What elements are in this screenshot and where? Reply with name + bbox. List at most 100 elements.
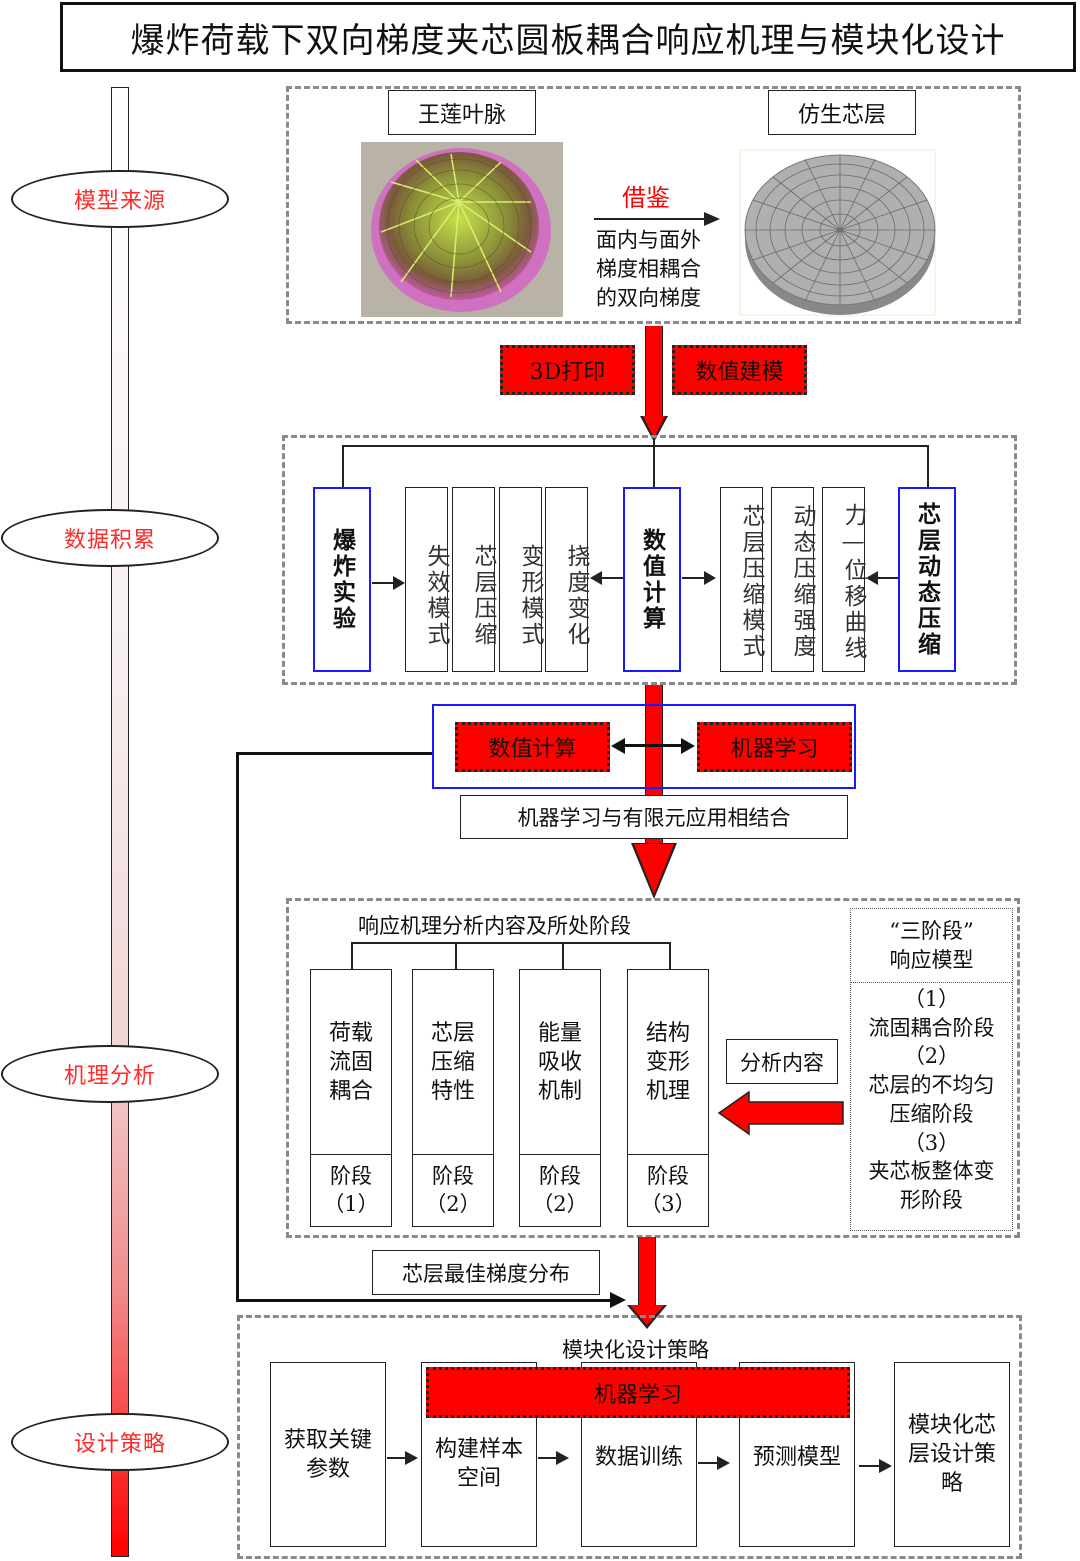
stage-line: 夹芯板整体变 <box>868 1159 995 1184</box>
stage-line: （2） <box>903 1044 960 1069</box>
ml-fem-group <box>432 704 856 789</box>
section-model-source <box>286 86 1021 324</box>
step-text: 模块化芯层设计策略 <box>907 1413 996 1496</box>
mechanism-content: 荷载流固耦合 <box>311 970 391 1155</box>
step-text: 预测模型 <box>752 1445 841 1470</box>
stage-line: 形阶段 <box>900 1187 963 1212</box>
step-arrow-2-line <box>538 1457 558 1459</box>
stage-label: 数据积累 <box>63 528 156 553</box>
arrow-blast-head <box>393 576 405 590</box>
connector-drop-right <box>927 445 929 487</box>
step-arrow-2-head <box>556 1451 569 1465</box>
feedback-line-h1 <box>236 752 432 755</box>
tag-text: 数值建模 <box>695 360 784 385</box>
mechanism-stage: 阶段（2） <box>520 1155 600 1225</box>
stage-line: 流固耦合阶段 <box>868 1015 995 1040</box>
stage-line: 压缩阶段 <box>889 1101 974 1126</box>
label-text: 仿生芯层 <box>797 102 886 128</box>
stage-label: 设计策略 <box>73 1432 166 1457</box>
bionic-core-image <box>735 145 940 320</box>
feedback-line-v <box>236 752 239 1302</box>
title-line: 响应模型 <box>889 947 974 972</box>
flow-arrow-1-shaft <box>645 326 663 418</box>
tag-numerical-calc: 数值计算 <box>455 722 610 772</box>
node-numerical-calc: 数值计算 <box>623 487 681 672</box>
desc-line: 的双向梯度 <box>596 286 701 310</box>
node-text: 数值计算 <box>638 527 666 632</box>
borrow-arrow-line <box>594 218 706 220</box>
stage-text: 阶段（2） <box>532 1164 588 1216</box>
bidir-arrow-line <box>624 744 682 747</box>
node-text: 爆炸实验 <box>328 527 356 632</box>
mechanism-content: 结构变形机理 <box>628 970 708 1155</box>
connector-top <box>342 445 928 447</box>
caption-text: 芯层最佳梯度分布 <box>402 1261 570 1286</box>
ml-banner: 机器学习 <box>426 1367 850 1418</box>
s3-connector-v1 <box>351 942 353 969</box>
tag-numerical-modeling: 数值建模 <box>672 345 807 395</box>
stage-label: 模型来源 <box>73 189 166 214</box>
blast-result-failure-mode: 失效模式 <box>405 487 449 672</box>
label-bionic-core: 仿生芯层 <box>768 90 916 135</box>
arrow-num-right-line <box>682 577 706 579</box>
arrow-num-left-head <box>590 571 602 585</box>
arrow-dyn-head <box>866 571 878 585</box>
label-water-lily-vein: 王莲叶脉 <box>388 90 536 135</box>
bidir-arrow-right-head <box>681 738 695 754</box>
borrow-description: 面内与面外 梯度相耦合 的双向梯度 <box>596 226 701 313</box>
step-arrow-4-line <box>859 1465 881 1467</box>
red-left-arrow <box>717 1090 844 1136</box>
s3-connector-v4 <box>669 942 671 969</box>
title-line: “三阶段” <box>889 918 974 943</box>
tag-text: 数值计算 <box>488 737 577 762</box>
tag-text: 3D打印 <box>529 360 606 385</box>
node-text: 芯层动态压缩 <box>913 501 941 658</box>
arrow-blast-line <box>372 582 396 584</box>
timeline-stage-mechanism-analysis: 机理分析 <box>1 1045 219 1103</box>
step-arrow-1-head <box>405 1451 418 1465</box>
mechanism-content: 芯层压缩特性 <box>413 970 493 1155</box>
mechanism-stage: 阶段（1） <box>311 1155 391 1225</box>
optimal-gradient-label: 芯层最佳梯度分布 <box>372 1250 600 1295</box>
feedback-line-h2 <box>236 1299 614 1302</box>
mechanism-stage: 阶段（2） <box>413 1155 493 1225</box>
analysis-content-label: 分析内容 <box>726 1039 838 1084</box>
desc-line: 梯度相耦合 <box>596 257 701 281</box>
timeline-stage-design-strategy: 设计策略 <box>11 1413 229 1471</box>
step-arrow-1-line <box>387 1457 407 1459</box>
arrow-dyn-line <box>876 577 898 579</box>
label-text: 王莲叶脉 <box>417 102 506 128</box>
flow-arrow-1-head-fill <box>643 416 665 438</box>
step-get-key-params: 获取关键参数 <box>270 1362 386 1547</box>
caption-text: 机器学习与有限元应用相结合 <box>517 806 791 830</box>
step-modular-core-design: 模块化芯层设计策略 <box>894 1362 1010 1547</box>
num-result-dynamic-strength: 动态压缩强度 <box>771 487 815 672</box>
step-text: 数据训练 <box>594 1445 683 1470</box>
flow-arrow-3-shaft <box>638 1237 656 1307</box>
mechanism-col-3: 能量吸收机制 阶段（2） <box>519 969 601 1227</box>
step-arrow-4-head <box>879 1459 892 1473</box>
node-text: 变形模式 <box>517 543 543 648</box>
blast-result-deflection-change: 挠度变化 <box>545 487 589 672</box>
connector-drop-left <box>342 445 344 487</box>
mechanism-col-2: 芯层压缩特性 阶段（2） <box>412 969 494 1227</box>
label-text: 分析内容 <box>740 1050 824 1075</box>
node-dynamic-compression: 芯层动态压缩 <box>898 487 956 672</box>
flow-arrow-2-head-fill <box>634 844 674 894</box>
node-blast-test: 爆炸实验 <box>313 487 371 672</box>
node-text: 挠度变化 <box>563 543 589 648</box>
section-design-strategy <box>237 1315 1022 1559</box>
mechanism-text: 荷载流固耦合 <box>328 1020 373 1104</box>
tag-machine-learning: 机器学习 <box>697 722 852 772</box>
borrow-arrow-head <box>704 212 720 226</box>
stage-line: 芯层的不均匀 <box>868 1073 995 1098</box>
desc-line: 面内与面外 <box>596 228 701 252</box>
section3-header: 响应机理分析内容及所处阶段 <box>358 914 631 938</box>
s3-connector-v2 <box>455 942 457 969</box>
node-text: 动态压缩强度 <box>789 504 815 660</box>
blast-result-deformation-mode: 变形模式 <box>499 487 543 672</box>
stage-label: 机理分析 <box>63 1064 156 1089</box>
water-lily-leaf-image <box>361 142 563 317</box>
mechanism-col-1: 荷载流固耦合 阶段（1） <box>310 969 392 1227</box>
mechanism-text: 结构变形机理 <box>645 1020 690 1104</box>
